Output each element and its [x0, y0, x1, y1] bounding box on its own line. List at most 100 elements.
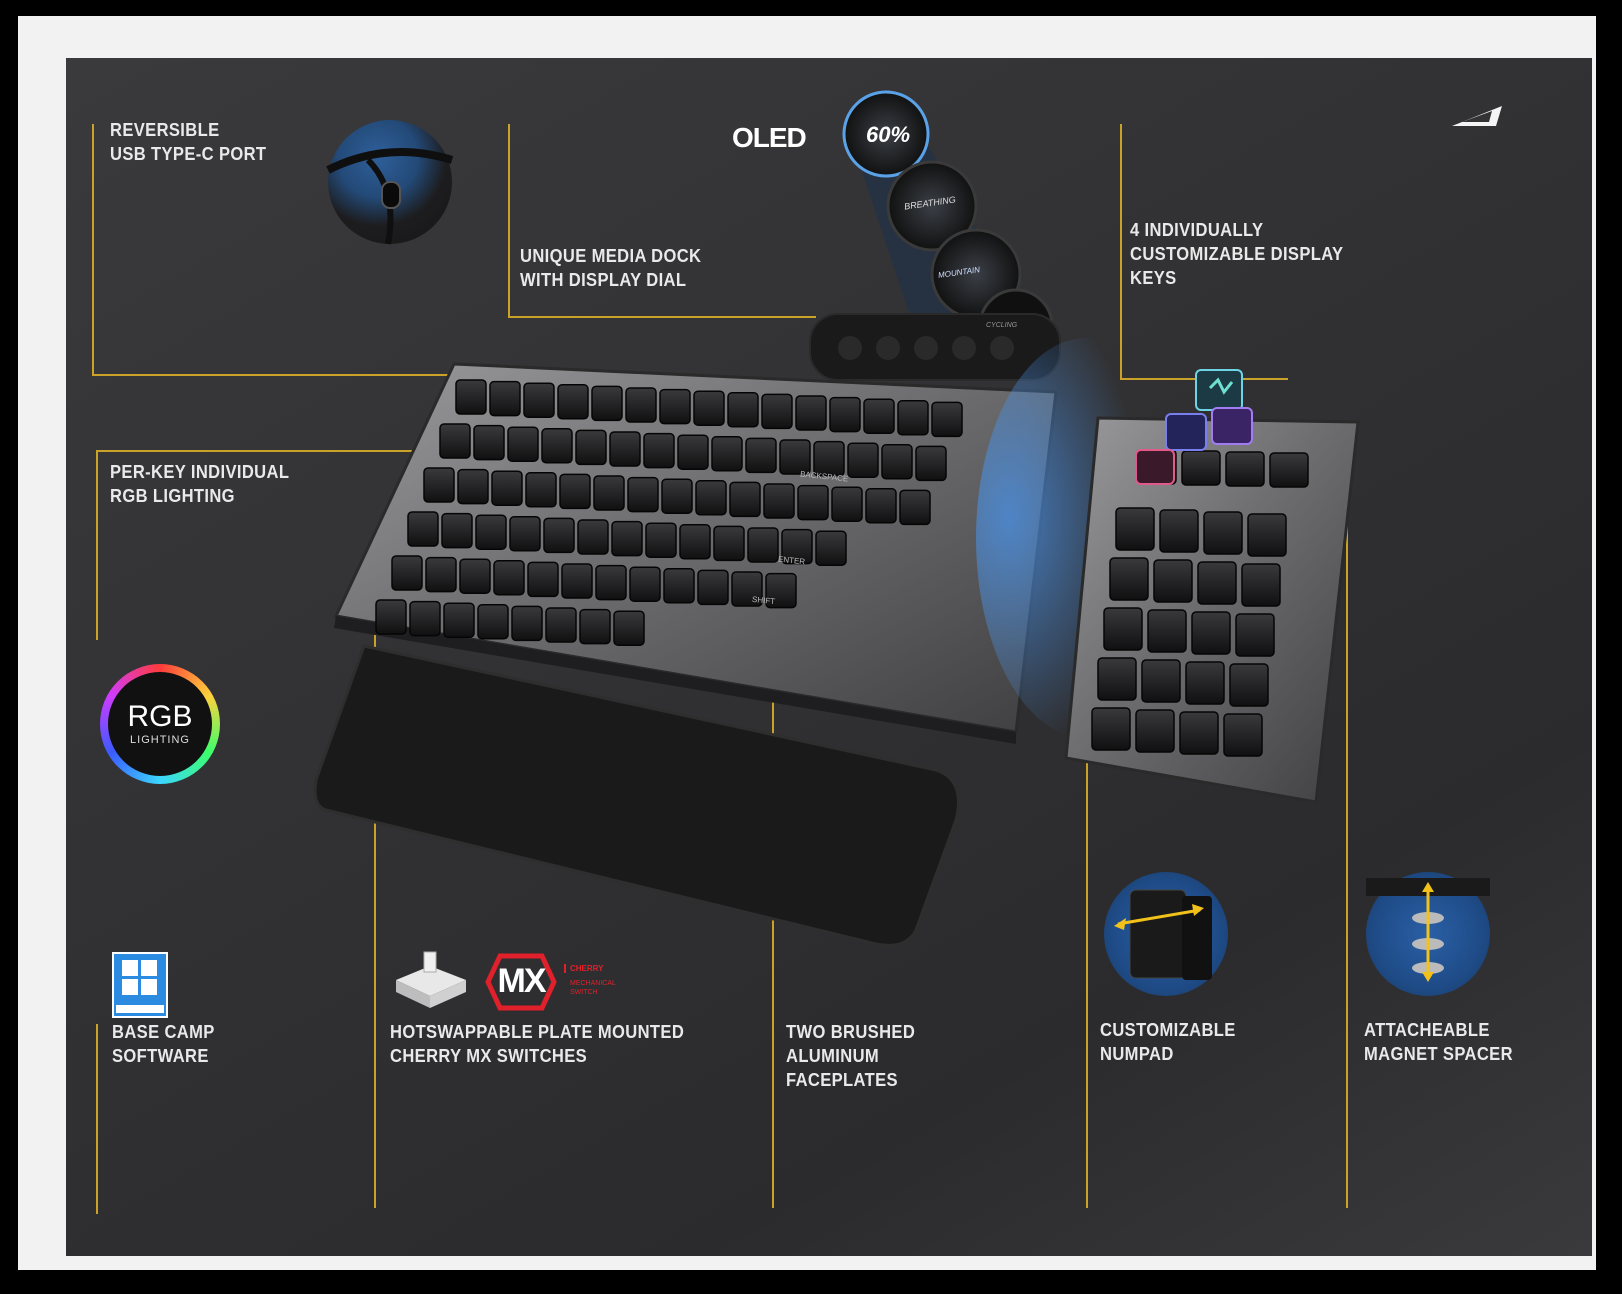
- keycap: [661, 478, 693, 514]
- media-line-vertical: [508, 124, 510, 318]
- display-key: [1225, 451, 1265, 487]
- keycap: [559, 473, 591, 510]
- display-key: [1181, 450, 1221, 486]
- keycap: [679, 524, 711, 560]
- numpad-keycap: [1185, 661, 1225, 705]
- keycap: [475, 514, 507, 550]
- keycap: [493, 560, 525, 596]
- numpad-line1: CUSTOMIZABLE: [1100, 1020, 1236, 1040]
- base-camp-label: BASE CAMP SOFTWARE: [112, 1020, 215, 1068]
- keycap: [711, 436, 743, 472]
- faceplates-line2: ALUMINUM: [786, 1046, 880, 1066]
- keycap: [523, 382, 555, 418]
- numpad-line2: NUMPAD: [1100, 1044, 1174, 1064]
- outer-frame: OLED 60% BREATHING MOUNTAIN CYCLING: [18, 16, 1596, 1270]
- numpad-keycap: [1115, 507, 1155, 551]
- numpad-closeup: [1104, 872, 1228, 996]
- faceplates-label: TWO BRUSHED ALUMINUM FACEPLATES: [786, 1020, 915, 1092]
- keycap: [629, 566, 661, 602]
- keycap: [577, 519, 609, 555]
- keycap: [443, 602, 475, 638]
- numpad-illustration: [976, 338, 1360, 804]
- numpad-keycap: [1109, 557, 1149, 601]
- keycap: [897, 400, 929, 436]
- numpad-line: [1086, 558, 1088, 1208]
- keycap: [729, 481, 761, 518]
- keycap: [831, 486, 863, 522]
- keycap: [457, 468, 489, 505]
- keycap: [915, 445, 947, 482]
- rgb-lighting-badge: RGB LIGHTING: [100, 664, 220, 784]
- keycap: [625, 387, 657, 423]
- display-keys-line3: KEYS: [1130, 268, 1177, 288]
- keycap: [511, 605, 543, 642]
- keycap: [731, 571, 763, 607]
- mechanical-switch-icon: [396, 951, 466, 1008]
- numpad-label: CUSTOMIZABLE NUMPAD: [1100, 1018, 1236, 1066]
- keycap: [627, 476, 659, 513]
- keycap: [595, 564, 627, 601]
- media-dock-line1: UNIQUE MEDIA DOCK: [520, 246, 702, 266]
- keycap: [409, 600, 441, 637]
- mx-logo-text: MX: [497, 962, 547, 1000]
- keycap: [931, 401, 963, 438]
- keycap: [865, 488, 897, 524]
- keycap: [459, 558, 491, 594]
- keycap: [407, 511, 439, 547]
- numpad-keycap: [1147, 609, 1187, 653]
- usb-line-vertical: [92, 124, 94, 376]
- mx-brand: CHERRY: [564, 964, 603, 973]
- keycap: [609, 431, 641, 467]
- keys-line-vertical: [1120, 124, 1122, 380]
- keycap: [509, 516, 541, 552]
- keycap: [543, 517, 575, 554]
- keycap: [527, 561, 559, 598]
- dial-screen-cycling: CYCLING: [986, 322, 1018, 329]
- display-keys-line2: CUSTOMIZABLE DISPLAY: [1130, 244, 1344, 264]
- rgb-label-line2: RGB LIGHTING: [110, 486, 235, 506]
- keycap: [441, 512, 473, 549]
- base-camp-line1: BASE CAMP: [112, 1022, 215, 1042]
- keycap: [439, 423, 471, 459]
- keycap: [477, 604, 509, 640]
- keycap: [829, 396, 861, 433]
- rgb-label-line1: PER-KEY INDIVIDUAL: [110, 462, 290, 482]
- keycap: [489, 380, 521, 417]
- media-dock-label: UNIQUE MEDIA DOCK WITH DISPLAY DIAL: [520, 244, 701, 292]
- numpad-keycap: [1247, 513, 1287, 557]
- keycap: [713, 525, 745, 562]
- keycap: [507, 426, 539, 462]
- keycap: [545, 607, 577, 643]
- keycap: [745, 437, 777, 474]
- keycap: [763, 483, 795, 519]
- keycap: [761, 393, 793, 430]
- keycap: [591, 385, 623, 422]
- numpad-keycap: [1191, 611, 1231, 655]
- usb-label: REVERSIBLE USB TYPE-C PORT: [110, 118, 266, 166]
- windows-certified-icon: [112, 952, 168, 1018]
- keycap: [659, 388, 691, 425]
- mx-sub2: SWITCH: [570, 989, 598, 996]
- keycap: [473, 424, 505, 461]
- display-keys-label: 4 INDIVIDUALLY CUSTOMIZABLE DISPLAY KEYS: [1130, 218, 1343, 290]
- faceplates-line1: TWO BRUSHED: [786, 1022, 916, 1042]
- numpad-keycap: [1179, 711, 1219, 755]
- switches-line2: CHERRY MX SWITCHES: [390, 1046, 588, 1066]
- keycap: [491, 470, 523, 506]
- magnet-spacer-closeup: [1366, 872, 1490, 996]
- rgb-line-horizontal: [96, 450, 596, 452]
- usb-line-horizontal: [92, 374, 452, 376]
- numpad-keycap: [1135, 709, 1175, 753]
- keycap: [795, 395, 827, 431]
- keycap: [575, 429, 607, 466]
- keycap: [765, 572, 797, 609]
- keycap: [781, 528, 813, 565]
- numpad-keycap: [1229, 663, 1269, 707]
- media-dock: [809, 90, 1061, 381]
- basecamp-line: [96, 1024, 98, 1214]
- keycap: [375, 599, 407, 635]
- keycap: [813, 440, 845, 477]
- keycap: [727, 392, 759, 428]
- spacer-line2: MAGNET SPACER: [1364, 1044, 1513, 1064]
- keycap: [847, 442, 879, 478]
